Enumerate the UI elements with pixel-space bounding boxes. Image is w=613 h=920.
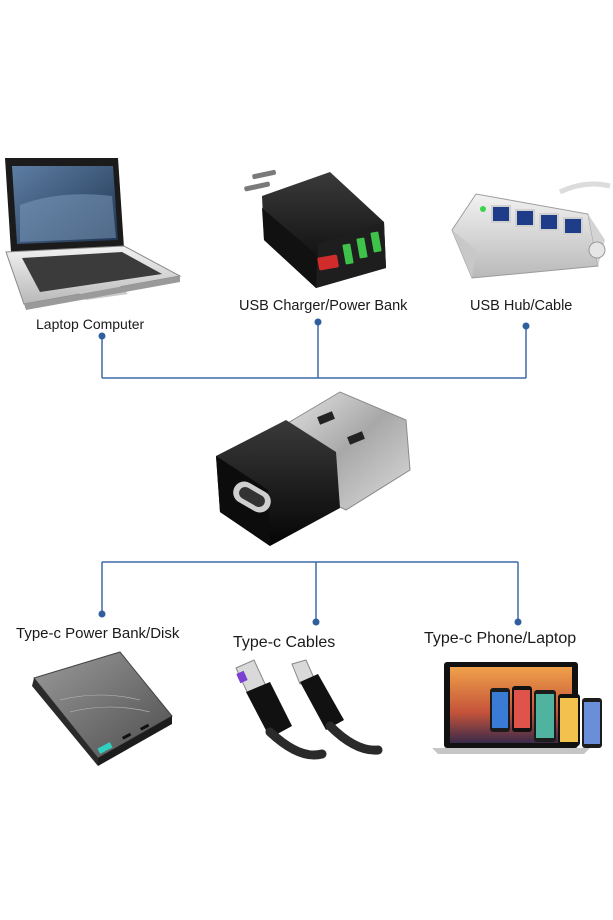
phone-laptop-label: Type-c Phone/Laptop: [424, 630, 577, 647]
cables-connector-dot: [312, 618, 320, 626]
usb-hub-icon: [451, 181, 611, 279]
usb-hub-label: USB Hub/Cable: [470, 298, 573, 314]
usb-charger-icon: [244, 169, 386, 288]
top-connector-lines: [101, 322, 527, 379]
cables-label: Type-c Cables: [233, 634, 336, 651]
laptop-label: Laptop Computer: [36, 316, 145, 332]
bottom-connector-lines: [101, 561, 519, 622]
charger-connector-dot: [314, 318, 322, 326]
type-c-cable-icon: [235, 659, 383, 760]
power-bank-label: Type-c Power Bank/Disk: [16, 625, 180, 642]
powerbank-connector-dot: [98, 610, 106, 618]
power-bank-icon: [32, 651, 173, 766]
usb-a-to-type-c-adapter-icon: [216, 391, 411, 546]
hub-connector-dot: [522, 322, 530, 330]
laptop-connector-dot: [98, 332, 106, 340]
phone-laptop-icon: [432, 662, 602, 754]
phone-connector-dot: [514, 618, 522, 626]
charger-label: USB Charger/Power Bank: [239, 298, 408, 314]
laptop-icon: [5, 158, 182, 310]
